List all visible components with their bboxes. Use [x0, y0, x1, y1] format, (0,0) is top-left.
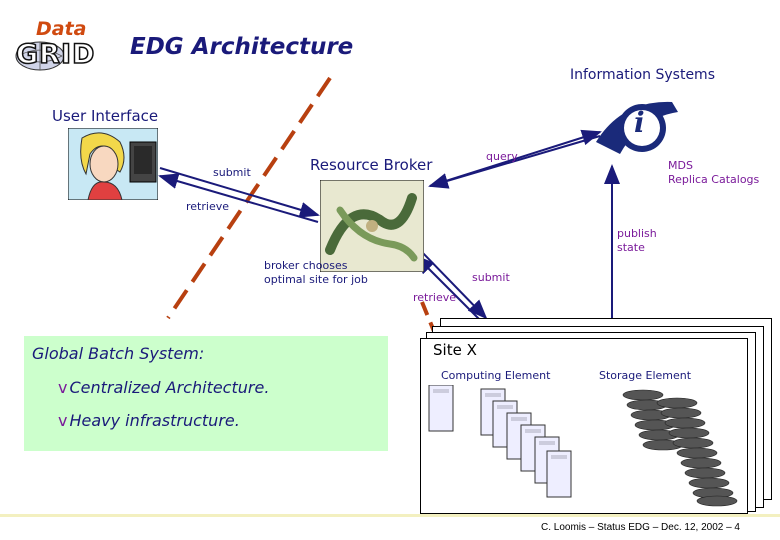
label-storage-element: Storage Element	[599, 369, 692, 382]
global-batch-item-text: Centralized Architecture.	[69, 378, 270, 397]
logo-data-text: Data	[36, 18, 87, 40]
label-retrieve-left: retrieve	[186, 200, 229, 213]
info-letter: i	[634, 106, 645, 139]
dashed-divider-site	[420, 301, 442, 347]
label-broker-line1: broker chooses	[264, 259, 348, 272]
label-retrieve-right: retrieve	[413, 291, 456, 304]
label-user-interface: User Interface	[52, 107, 159, 125]
submit-arrow	[159, 167, 320, 218]
label-resource-broker: Resource Broker	[310, 156, 433, 174]
dashed-divider-left	[166, 76, 332, 320]
computing-element-servers	[428, 385, 572, 498]
server-tower-icon	[428, 385, 454, 432]
server-tower-icon	[546, 450, 572, 498]
global-batch-title: Global Batch System:	[32, 344, 205, 363]
user-interface-clipart	[67, 127, 159, 201]
resource-broker-clipart	[319, 179, 425, 273]
label-query: query	[486, 150, 518, 163]
label-state: state	[617, 241, 645, 254]
submit-site-arrow	[419, 249, 488, 320]
globe-icon	[15, 41, 65, 71]
page-title: EDG Architecture	[130, 34, 354, 60]
logo-grid-text: GRID	[15, 38, 96, 71]
footer-divider	[0, 514, 780, 517]
label-broker-line2: optimal site for job	[264, 273, 368, 286]
retrieve-site-arrow	[414, 254, 485, 325]
site-x-box: Site X Computing Element Storage Element	[420, 338, 748, 514]
datagrid-logo: Data GRID	[10, 18, 120, 72]
label-mds: MDS	[668, 159, 693, 172]
label-computing-element: Computing Element	[441, 369, 551, 382]
footer-text: C. Loomis – Status EDG – Dec. 12, 2002 –…	[541, 522, 740, 533]
label-information-systems: Information Systems	[570, 67, 715, 83]
label-site-x: Site X	[433, 341, 477, 359]
bullet-icon: v	[58, 411, 68, 430]
retrieve-arrow	[158, 173, 319, 223]
label-submit-right: submit	[472, 271, 510, 284]
storage-element-disks	[622, 389, 738, 507]
label-replica-catalogs: Replica Catalogs	[668, 173, 760, 186]
global-batch-item-text: Heavy infrastructure.	[69, 411, 240, 430]
label-submit-left: submit	[213, 166, 251, 179]
label-publish: publish	[617, 227, 657, 240]
query-return-arrow	[428, 135, 601, 189]
information-icon: i	[592, 96, 682, 166]
bullet-icon: v	[58, 378, 68, 397]
